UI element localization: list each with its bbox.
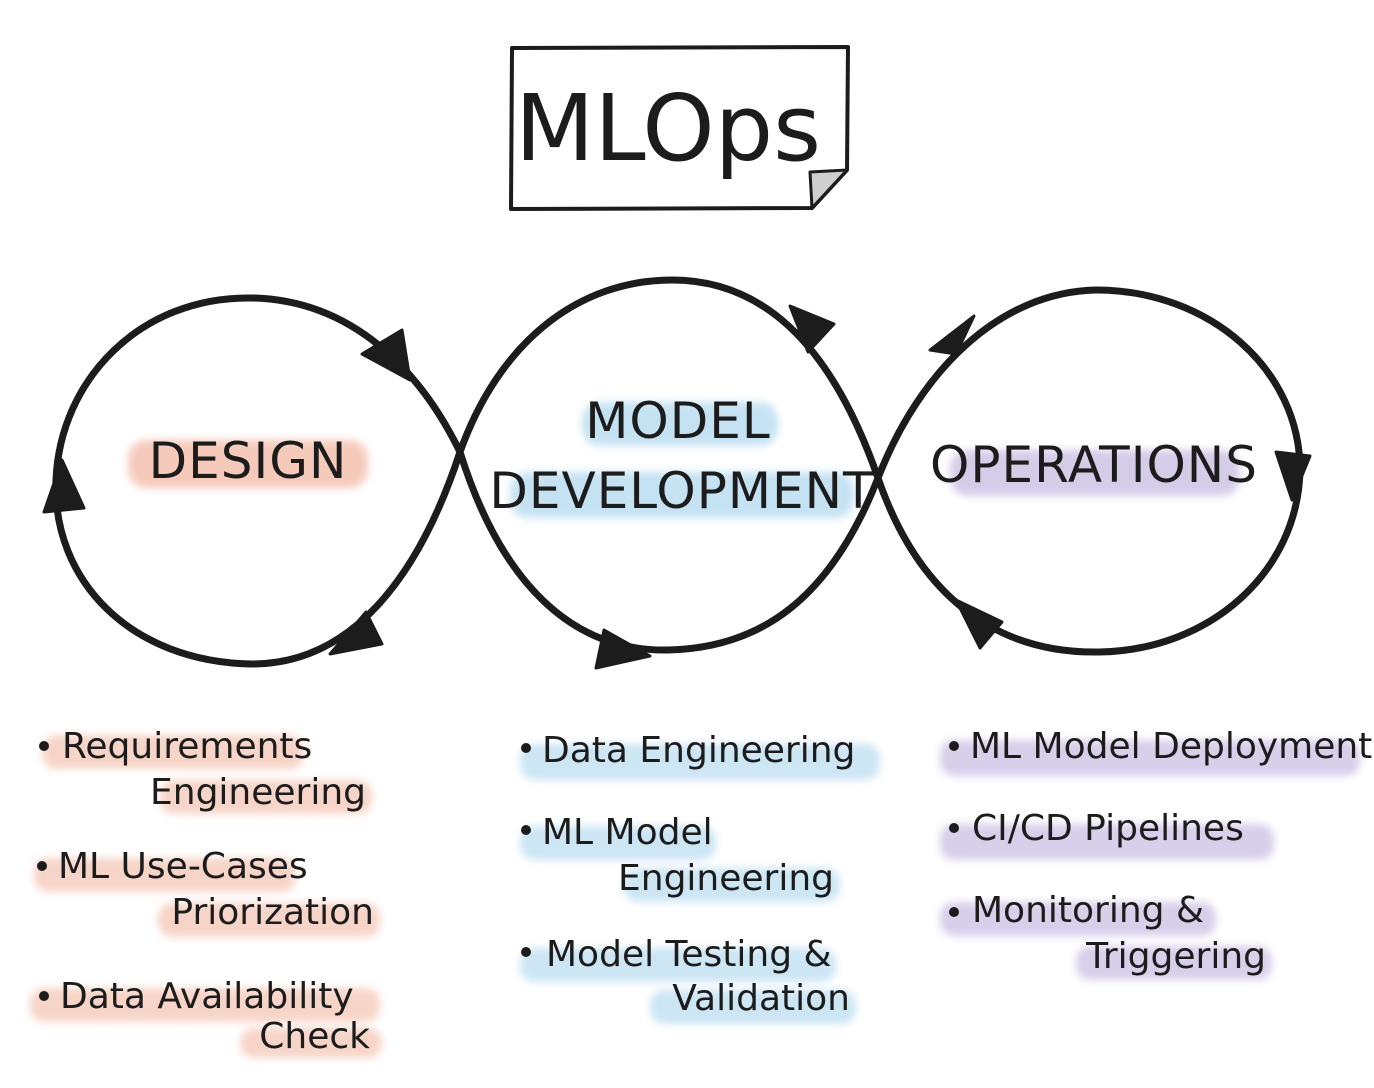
bullet-dot [39, 741, 49, 751]
operations-bullet-highlight [940, 902, 1216, 936]
design-bullet-1-line2: Engineering [150, 772, 366, 813]
highlight-washes [30, 402, 1360, 1058]
development-bullet-highlight [624, 868, 840, 902]
operations-phase-label: OPERATIONS [930, 436, 1258, 494]
bullet-dot [39, 991, 49, 1001]
model-development-label-line2: DEVELOPMENT [489, 462, 874, 520]
arrow-head-icon [788, 304, 836, 354]
bullet-dot [521, 743, 531, 753]
development-bullet-highlight [520, 744, 880, 780]
arrow-head-icon [954, 598, 1004, 650]
design-bullet-highlight [158, 903, 380, 937]
operations-bullet-1-line1: ML Model Deployment [970, 726, 1372, 767]
arrow-head-icon [594, 628, 652, 670]
design-bullet-2-line2: Priorization [171, 892, 374, 933]
design-bullet-highlight [240, 1028, 382, 1058]
bullet-dot [949, 907, 959, 917]
design-bullet-highlight [42, 735, 304, 769]
development-bullet-highlight [520, 948, 836, 982]
title-text: MLOps [515, 75, 821, 182]
model-label-highlight-2 [510, 472, 854, 518]
bullet-dot [521, 947, 531, 957]
development-bullet-3-line2: Validation [672, 978, 850, 1019]
design-bullet-3-line1: Data Availability [60, 976, 354, 1017]
model-label-highlight-1 [582, 402, 778, 446]
development-bullet-2-line2: Engineering [618, 858, 834, 899]
model-development-label-line1: MODEL [585, 392, 770, 450]
bullet-dot [949, 823, 959, 833]
development-bullet-highlight [520, 826, 716, 860]
operations-bullets: ML Model Deployment CI/CD Pipelines Moni… [949, 726, 1372, 977]
model-development-bullets: Data Engineering ML Model Engineering Mo… [521, 730, 855, 1019]
design-label-highlight [128, 440, 368, 488]
design-bullet-1-line1: Requirements [62, 726, 312, 767]
design-bullet-3-line2: Check [259, 1016, 370, 1057]
operations-bullet-3-line2: Triggering [1085, 936, 1266, 977]
operations-bullet-3-line1: Monitoring & [972, 890, 1204, 931]
bullet-dot [521, 825, 531, 835]
design-bullet-highlight [30, 988, 380, 1022]
bullet-dot [37, 861, 47, 871]
operations-bullet-highlight [940, 824, 1274, 860]
flow-arrows [42, 304, 1312, 670]
design-bullet-highlight [34, 858, 296, 892]
arrow-head-icon [360, 328, 412, 382]
bullet-dot [949, 741, 959, 751]
title-note: MLOps [509, 45, 850, 211]
design-phase-label: DESIGN [149, 432, 348, 490]
arrow-head-icon [328, 610, 384, 656]
development-bullet-3-line1: Model Testing & [546, 934, 832, 975]
operations-bullet-highlight [940, 740, 1360, 776]
operations-bullet-highlight [1076, 946, 1272, 980]
development-bullet-1-line1: Data Engineering [542, 730, 855, 771]
arrow-head-icon [1274, 450, 1312, 502]
design-bullet-highlight [160, 780, 372, 814]
operations-bullet-2-line1: CI/CD Pipelines [972, 808, 1244, 849]
development-bullet-highlight [650, 990, 856, 1024]
design-bullet-2-line1: ML Use-Cases [58, 846, 308, 887]
design-bullets: Requirements Engineering ML Use-Cases Pr… [37, 726, 374, 1057]
development-bullet-2-line1: ML Model [542, 812, 713, 853]
operations-label-highlight [950, 450, 1240, 496]
arrow-head-icon [928, 314, 976, 356]
title-note-fold [808, 168, 849, 210]
arrow-head-icon [42, 458, 86, 514]
